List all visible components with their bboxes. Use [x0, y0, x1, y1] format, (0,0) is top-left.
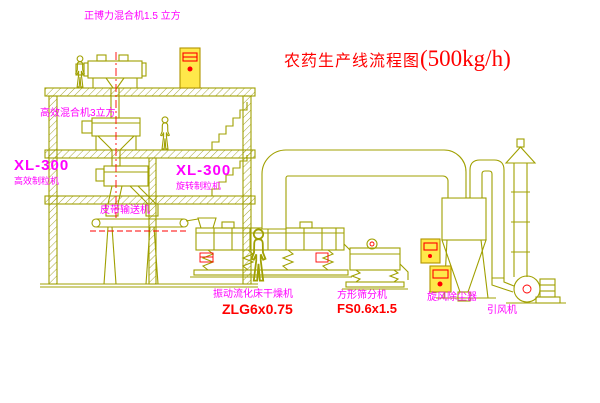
- label-granulator-right-name: 旋转制粒机: [176, 181, 222, 191]
- person-floor2: [160, 116, 170, 150]
- red-details: [90, 52, 532, 294]
- dryer-vibration-motor: [199, 252, 214, 263]
- label-dryer-name: 振动流化床干燥机: [213, 289, 293, 300]
- cyclone-outlet-pipe: [469, 159, 515, 293]
- label-top-mixer: 正博力混合机1.5 立方: [84, 11, 181, 22]
- high-efficiency-mixer: [81, 117, 141, 167]
- diagram-title: 农药生产线流程图(500kg/h): [284, 46, 511, 72]
- stairs-lower: [211, 155, 248, 196]
- label-granulator-left-name: 高效制粒机: [14, 176, 60, 186]
- fan-hub: [522, 284, 532, 294]
- label-mid-mixer: 高效混合机3立方: [40, 108, 116, 119]
- title-text: 农药生产线流程图: [284, 53, 421, 70]
- label-cyclone: 旋风除尘器: [427, 292, 477, 303]
- square-sieve: [342, 238, 409, 290]
- label-granulator-right-model: XL-300: [176, 162, 232, 179]
- label-fan: 引风机: [487, 305, 517, 316]
- stairs-upper: [211, 102, 248, 150]
- title-capacity: (500kg/h): [420, 46, 511, 71]
- label-dryer-model: ZLG6x0.75: [222, 301, 293, 317]
- label-sieve-model: FS0.6x1.5: [337, 301, 397, 316]
- control-panel-cyclone: [420, 238, 441, 264]
- control-panel-roof: [179, 47, 201, 89]
- belt-conveyor: [91, 218, 199, 285]
- person-ground: [250, 228, 267, 282]
- exhaust-duct: [261, 149, 467, 230]
- induced-draft-fan: [506, 275, 566, 304]
- dryer-vibration-motor-2: [315, 252, 329, 263]
- person-roof: [75, 55, 85, 88]
- label-belt-conveyor: 皮带输送机: [100, 205, 150, 216]
- exhaust-stack: [504, 138, 537, 277]
- control-panel-fan: [429, 265, 452, 293]
- granulator: [95, 165, 159, 217]
- building-structure: [40, 87, 258, 288]
- label-granulator-left-model: XL-300: [14, 157, 70, 174]
- label-sieve-name: 方形筛分机: [337, 290, 387, 301]
- sieve-motor-hub: [369, 241, 375, 247]
